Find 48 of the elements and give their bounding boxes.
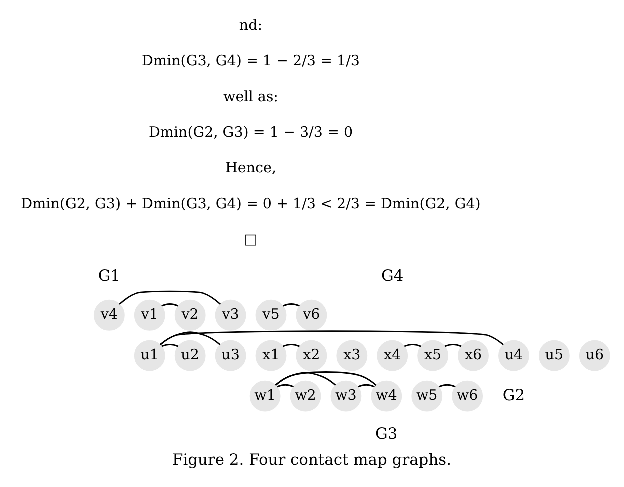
connector: [358, 384, 375, 388]
label: Dmin(G2, G3) + Dmin(G3, G4) = 0 + 1/3 < 2/3 = Dmin(G2, G4): [21, 196, 481, 212]
node-circle: w6: [452, 380, 484, 412]
node-circle: w3: [330, 380, 362, 412]
node-circle: x4: [377, 340, 408, 371]
connector: [404, 343, 422, 347]
node-circle: v2: [174, 299, 206, 330]
node-circle: x3: [336, 340, 368, 371]
node-circle: u2: [174, 340, 206, 371]
connector: [160, 330, 504, 346]
connector: [277, 384, 294, 388]
label: □: [244, 232, 258, 248]
node-text: G1: [98, 266, 121, 284]
node-circle: v3: [215, 299, 246, 330]
connector: [282, 343, 300, 347]
connector: [282, 303, 300, 306]
node-circle: x1: [256, 340, 287, 371]
connector: [438, 384, 456, 388]
node-circle: v1: [134, 299, 166, 330]
node-text: G3: [376, 424, 398, 443]
node-circle: v5: [256, 299, 287, 330]
node-circle: w2: [290, 380, 322, 412]
node-circle: u5: [538, 340, 570, 371]
node-circle: w1: [250, 380, 281, 412]
connector: [275, 371, 377, 386]
node-circle: v4: [94, 299, 125, 330]
connector: [119, 290, 222, 305]
label: nd:: [239, 17, 263, 34]
node-circle: w5: [412, 380, 443, 412]
node-text: G2: [502, 386, 526, 404]
node-circle: u4: [498, 340, 530, 371]
label: well as:: [224, 88, 278, 105]
connector: [162, 343, 179, 347]
label: Dmin(G3, G4) = 1 − 2/3 = 1/3: [142, 53, 360, 70]
node-circle: u1: [134, 340, 166, 371]
node-circle: v6: [296, 299, 328, 330]
node-text: G4: [382, 266, 404, 284]
connector: [162, 303, 179, 306]
node-circle: u6: [579, 340, 610, 371]
node-circle: x6: [458, 340, 489, 371]
node-circle: x5: [418, 340, 449, 371]
connector: [444, 343, 462, 347]
node-circle: w4: [371, 380, 402, 412]
node-circle: u3: [215, 340, 246, 371]
label: Dmin(G2, G3) = 1 − 3/3 = 0: [148, 124, 354, 141]
node-circle: x2: [296, 340, 328, 371]
label: Hence,: [225, 160, 277, 176]
caption: Figure 2. Four contact map graphs.: [172, 450, 452, 469]
